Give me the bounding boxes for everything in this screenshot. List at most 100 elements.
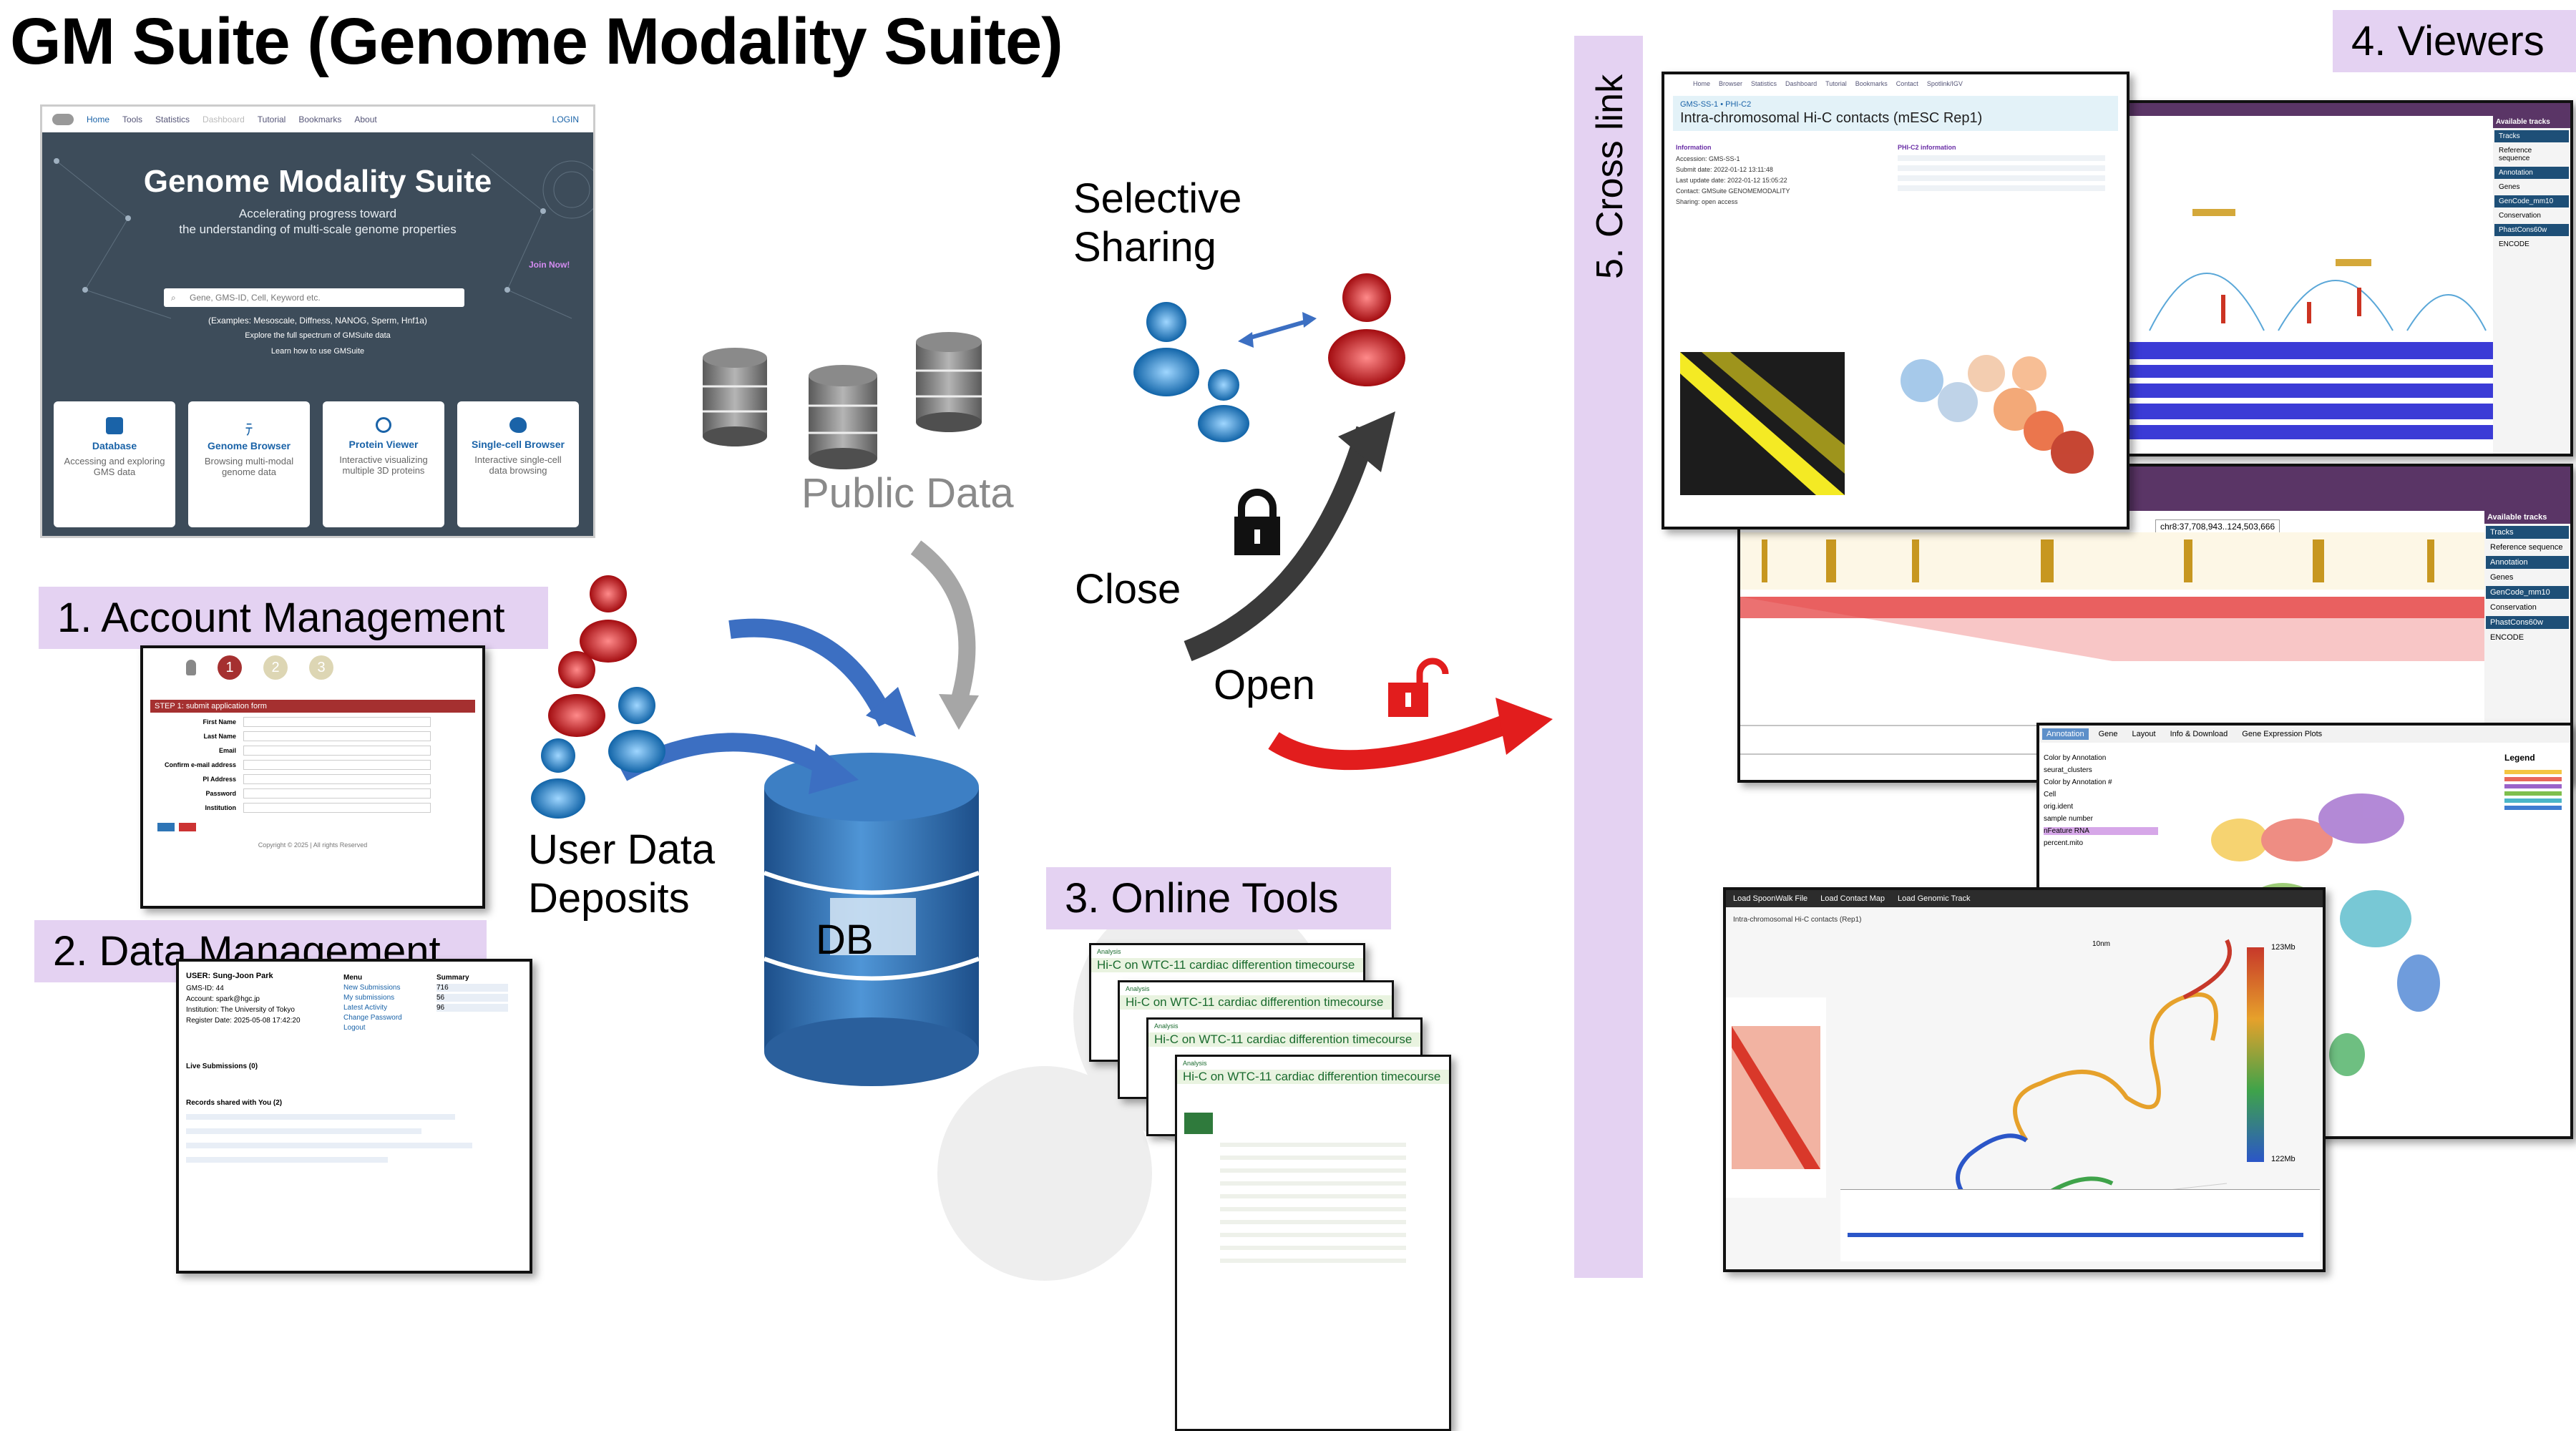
browser-locus[interactable]: chr8:37,708,943..124,503,666 — [2155, 519, 2280, 534]
dm-menu-item[interactable]: New Submissions — [343, 984, 401, 992]
track-item[interactable]: ENCODE — [2499, 240, 2529, 248]
portal-explore-link[interactable]: Explore the full spectrum of GMSuite dat… — [245, 331, 391, 340]
sc-option[interactable]: Cell — [2044, 791, 2057, 798]
track-item[interactable]: Conservation — [2490, 603, 2537, 612]
hic-nav-item[interactable]: Browser — [1719, 80, 1743, 87]
sc-option[interactable]: percent.mito — [2044, 839, 2084, 847]
sc-option[interactable]: Color by Annotation — [2044, 754, 2107, 762]
nav-dashboard[interactable]: Dashboard — [203, 114, 245, 124]
tool-row — [1220, 1156, 1406, 1160]
hic-nav-item[interactable]: Contact — [1896, 80, 1918, 87]
sc-option[interactable]: nFeature RNA — [2044, 827, 2158, 835]
track-item[interactable]: GenCode_mm10 — [2494, 195, 2569, 207]
track-item[interactable]: Reference sequence — [2499, 147, 2532, 162]
dm-menu-item[interactable]: Change Password — [343, 1014, 402, 1022]
sc-option[interactable]: sample number — [2044, 815, 2093, 823]
track-item[interactable]: Reference sequence — [2490, 543, 2563, 552]
form-field-input[interactable] — [243, 746, 431, 756]
hic-contact-map — [1673, 295, 1852, 502]
login-link[interactable]: LOGIN — [552, 114, 579, 124]
form-field-input[interactable] — [243, 760, 431, 770]
tool-row — [1220, 1207, 1406, 1211]
form-field-input[interactable] — [243, 731, 431, 741]
sc-tab[interactable]: Gene — [2098, 730, 2118, 738]
form-field-label: Last Name — [203, 733, 236, 740]
dm-menu-item[interactable]: Logout — [343, 1024, 366, 1032]
spoon-tab[interactable]: Load Genomic Track — [1898, 894, 1971, 903]
dm-menu-item[interactable]: Latest Activity — [343, 1004, 388, 1012]
dm-summary-count: 56 — [436, 994, 508, 1002]
igv-strip — [1840, 1189, 2320, 1261]
hic-nav-item[interactable]: Bookmarks — [1855, 80, 1888, 87]
network-background — [54, 153, 593, 319]
hic-breadcrumb[interactable]: GMS-SS-1 • PHI-C2 — [1680, 100, 1752, 109]
card-protein-viewer[interactable]: Protein Viewer Interactive visualizing m… — [323, 401, 444, 527]
spoon-tab[interactable]: Load Contact Map — [1820, 894, 1885, 903]
form-buttons — [143, 817, 482, 837]
page-title: GM Suite (Genome Modality Suite) — [10, 5, 1063, 78]
track-item[interactable]: PhastCons60w — [2494, 224, 2569, 236]
track-item[interactable]: Tracks — [2494, 130, 2569, 142]
nav-statistics[interactable]: Statistics — [155, 114, 190, 124]
tool-row — [1220, 1181, 1406, 1186]
tool-analysis-label: Analysis — [1154, 1022, 1179, 1030]
nav-bookmarks[interactable]: Bookmarks — [298, 114, 342, 124]
nav-about[interactable]: About — [354, 114, 377, 124]
portal-search-input[interactable]: ⌕ Gene, GMS-ID, Cell, Keyword etc. — [164, 288, 464, 307]
dm-menu-item[interactable]: My submissions — [343, 994, 395, 1002]
tool-row — [1220, 1246, 1406, 1250]
form-copyright: Copyright © 2025 | All rights Reserved — [258, 841, 368, 849]
card-database[interactable]: Database Accessing and exploring GMS dat… — [54, 401, 175, 527]
cross-link-label: 5. Cross link — [1589, 74, 1631, 279]
spoon-axis-tag: 10nm — [2092, 940, 2111, 948]
portal-examples: (Examples: Mesoscale, Diffness, NANOG, S… — [208, 316, 427, 326]
person-icon — [531, 575, 665, 819]
person-icon — [186, 660, 196, 675]
available-tracks-title: Available tracks — [2493, 116, 2570, 128]
submit-button[interactable] — [157, 823, 175, 831]
hic-nav-item[interactable]: Statistics — [1751, 80, 1777, 87]
card-genome-browser[interactable]: ﾃ Genome Browser Browsing multi-modal ge… — [188, 401, 310, 527]
track-item[interactable]: Conservation — [2499, 212, 2541, 220]
sc-tab[interactable]: Layout — [2132, 730, 2156, 738]
track-item[interactable]: GenCode_mm10 — [2486, 586, 2569, 599]
nav-home[interactable]: Home — [87, 114, 110, 124]
browser-icon: ﾃ — [245, 421, 253, 439]
track-item[interactable]: Annotation — [2486, 556, 2569, 569]
dm-shared-records — [186, 1114, 522, 1163]
card-single-cell-browser[interactable]: Single-cell Browser Interactive single-c… — [457, 401, 579, 527]
spoon-tab[interactable]: Load SpoonWalk File — [1733, 894, 1808, 903]
track-item[interactable]: ENCODE — [2490, 633, 2524, 642]
form-field-input[interactable] — [243, 717, 431, 727]
hic-nav-item[interactable]: Dashboard — [1785, 80, 1818, 87]
sc-option[interactable]: orig.ident — [2044, 803, 2074, 811]
form-field-input[interactable] — [243, 803, 431, 813]
track-item[interactable]: Genes — [2490, 573, 2514, 582]
sc-tab[interactable]: Info & Download — [2170, 730, 2228, 738]
sc-option[interactable]: Color by Annotation # — [2044, 778, 2112, 786]
track-item[interactable]: PhastCons60w — [2486, 616, 2569, 629]
join-now-link[interactable]: Join Now! — [529, 260, 570, 270]
form-field-input[interactable] — [243, 788, 431, 798]
arrow-deposit-upper — [728, 618, 896, 727]
track-item[interactable]: Tracks — [2486, 526, 2569, 539]
sc-tab[interactable]: Annotation — [2042, 728, 2089, 740]
hic-nav-item[interactable]: Home — [1693, 80, 1711, 87]
sc-tab[interactable]: Gene Expression Plots — [2242, 730, 2323, 738]
sc-option[interactable]: seurat_clusters — [2044, 766, 2092, 774]
nav-tools[interactable]: Tools — [122, 114, 143, 124]
portal-learn-link[interactable]: Learn how to use GMSuite — [270, 347, 365, 356]
nav-tutorial[interactable]: Tutorial — [257, 114, 286, 124]
reset-button[interactable] — [179, 823, 196, 831]
track-item[interactable]: Annotation — [2494, 167, 2569, 179]
form-field-label: Confirm e-mail address — [164, 761, 236, 768]
step-3: 3 — [309, 655, 333, 680]
track-item[interactable]: Genes — [2499, 183, 2520, 191]
selective-sharing-label: Selective Sharing — [1073, 175, 1242, 270]
hic-nav-item[interactable]: Tutorial — [1825, 80, 1847, 87]
form-field-label: Email — [218, 747, 236, 754]
hic-nav-item[interactable]: Spotlink/IGV — [1926, 80, 1963, 87]
form-field-input[interactable] — [243, 774, 431, 784]
